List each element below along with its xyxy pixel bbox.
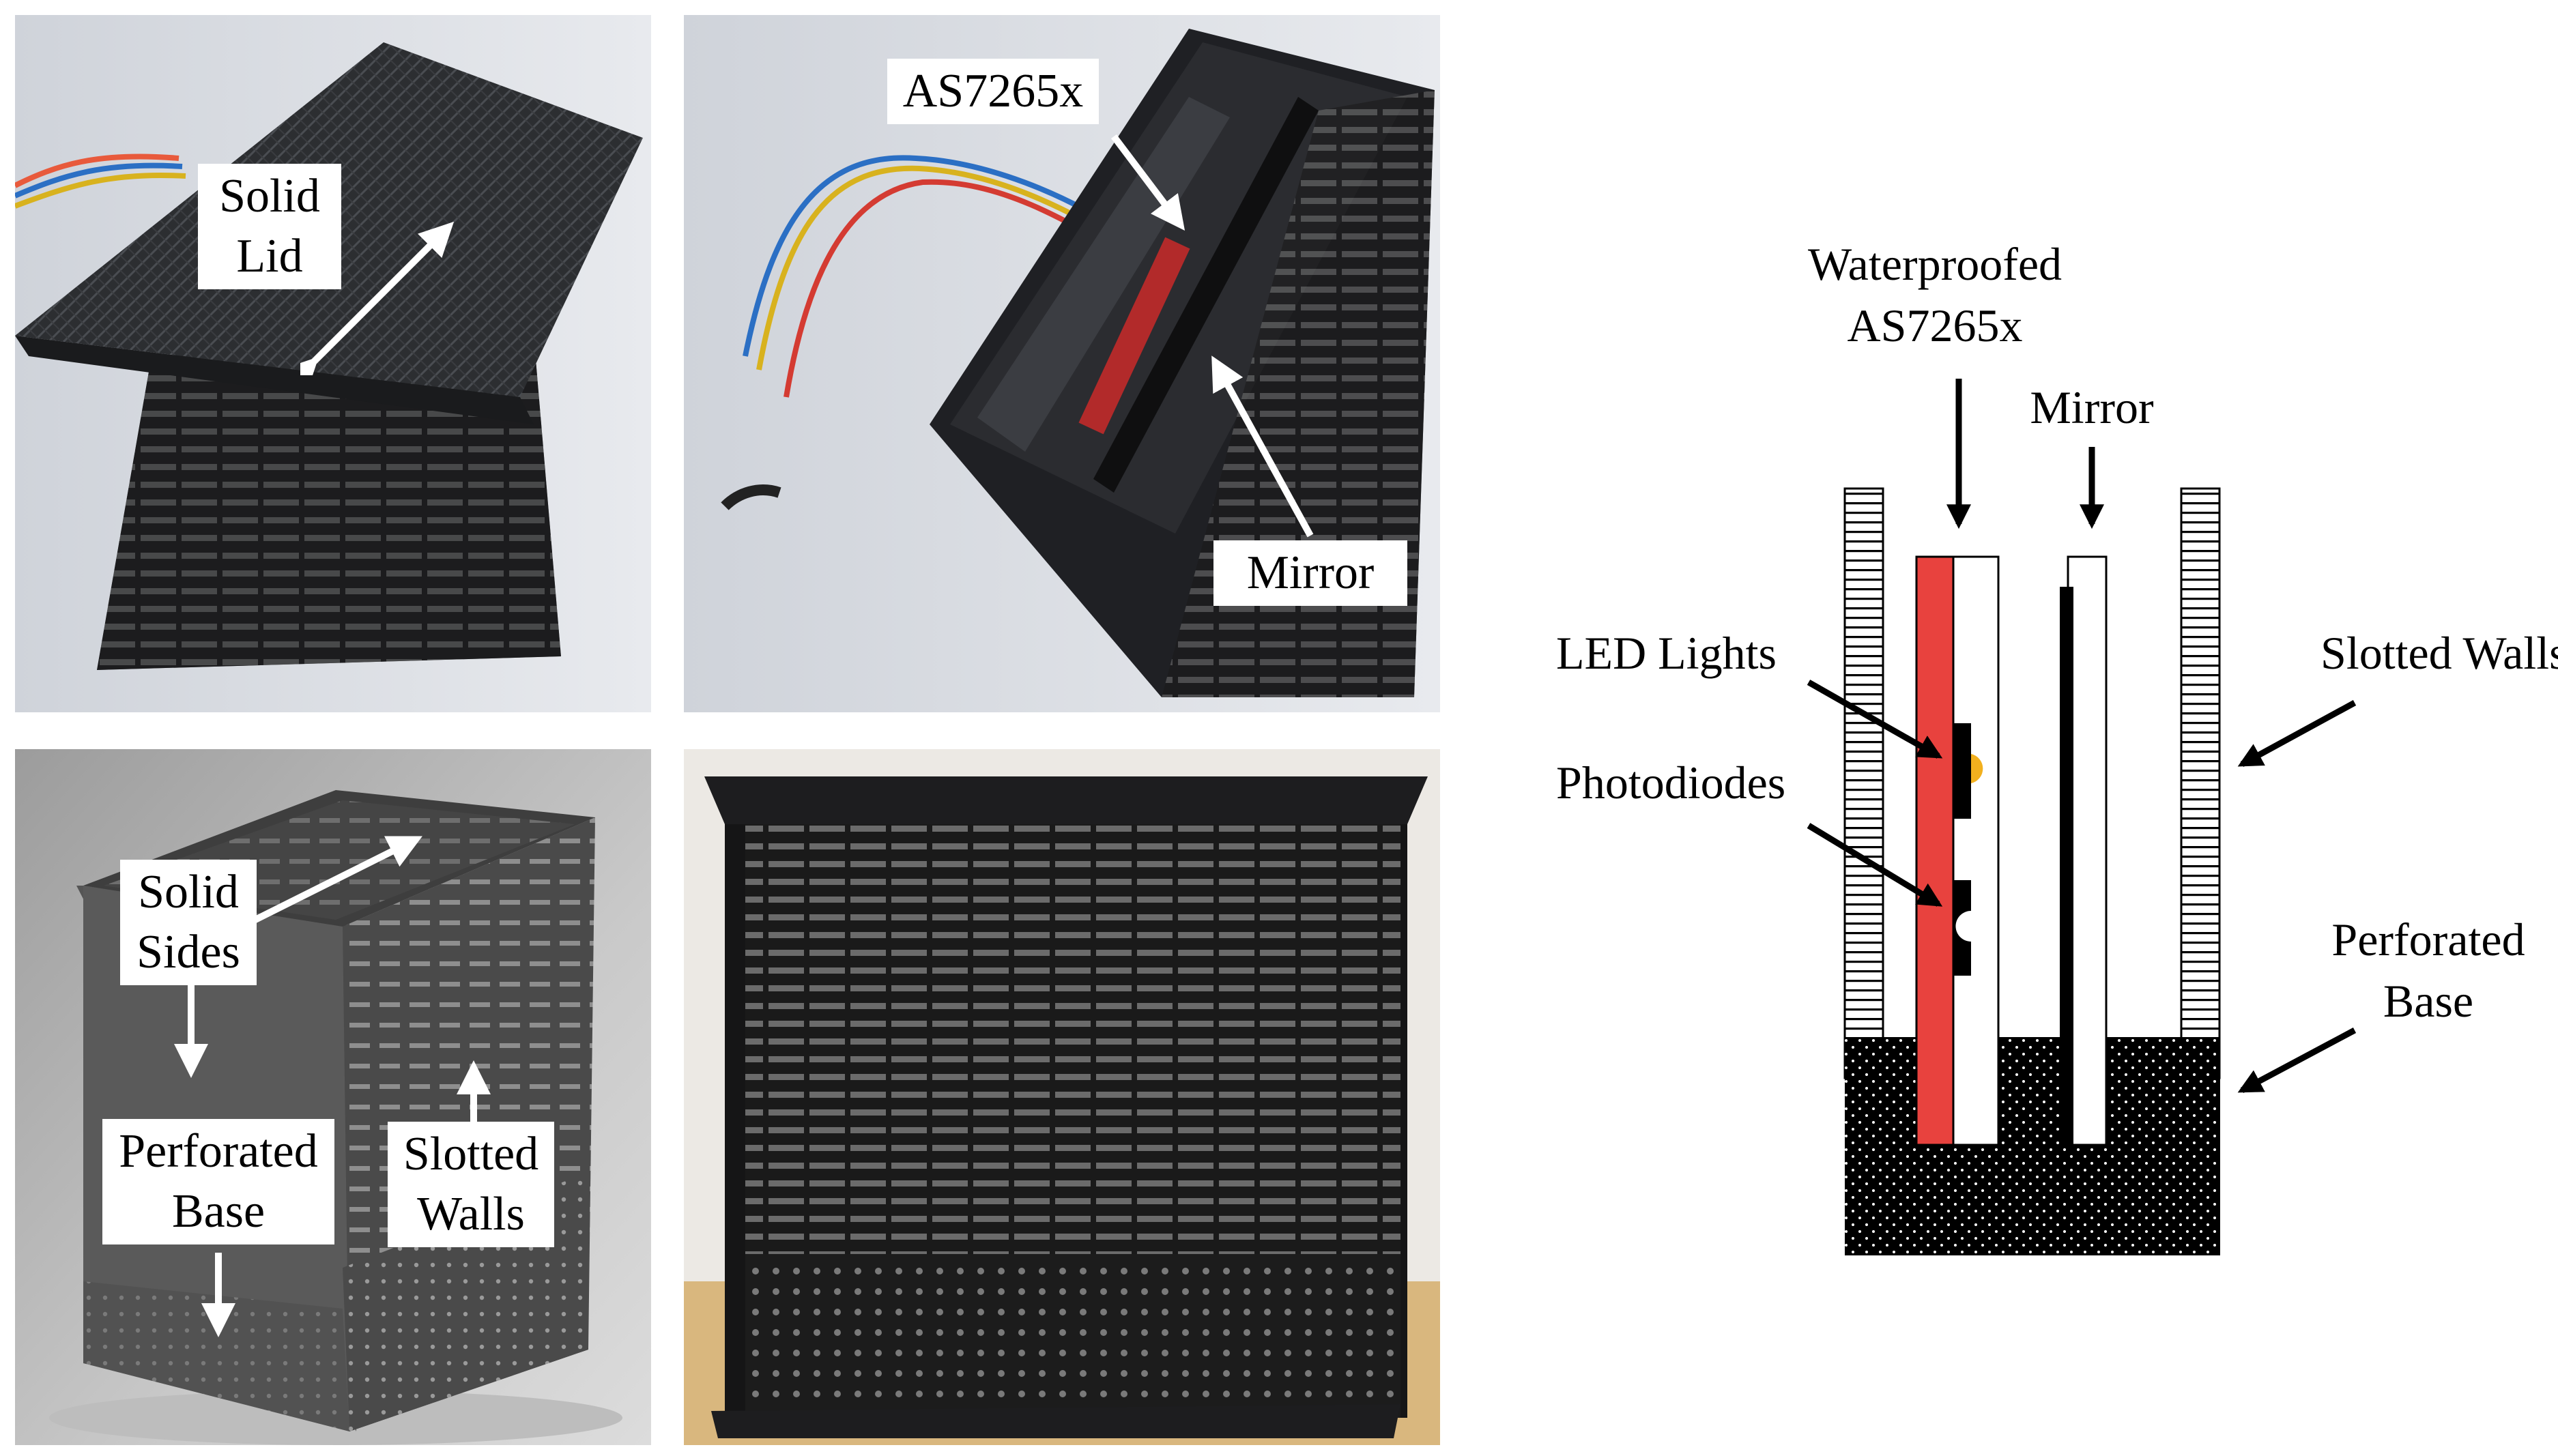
solid-sides-arrow-down (174, 982, 208, 1078)
right-slotted-wall (2180, 487, 2221, 1079)
diagram-sensor-label-line2: AS7265x (1848, 300, 2023, 351)
perforated-base-photo-label: Perforated Base (102, 1119, 334, 1244)
render-enclosure (15, 749, 651, 1445)
photodiode (1955, 911, 1971, 942)
sensor-board (1915, 555, 1955, 1146)
diagram-base-label-line2: Base (2383, 975, 2473, 1027)
waterproof-housing (1952, 555, 2000, 1146)
mirror-body (2067, 555, 2108, 1146)
schematic-diagram: Waterproofed AS7265x Mirror LED Lights P… (1556, 238, 2558, 1255)
photodiode-arrow (1807, 823, 1943, 907)
led-arrow (1807, 680, 1943, 759)
mirror-photo-arrow (1211, 355, 1314, 538)
perforated-base-arrow (201, 1253, 235, 1337)
solid-sides-label-line2: Sides (136, 926, 240, 978)
as7265x-arrow (1111, 134, 1185, 231)
perforated-base-photo-label-line2: Base (171, 1185, 265, 1238)
diagram-sensor-label-line1: Waterproofed (1808, 238, 2062, 290)
diagram-walls-label: Slotted Walls (2320, 627, 2558, 679)
mirror-photo-label-text: Mirror (1246, 547, 1375, 599)
led-chip (1953, 723, 1971, 819)
as7265x-label: AS7265x (887, 59, 1099, 124)
perforated-base-photo-label-line1: Perforated (119, 1125, 318, 1178)
perforated-base-block (1845, 1037, 2220, 1255)
solid-lid-label-line2: Lid (236, 230, 303, 282)
walls-arrow (2237, 700, 2357, 767)
solid-sides-label: Solid Sides (120, 860, 257, 985)
diagram-photodiodes-label: Photodiodes (1556, 757, 1785, 809)
slotted-walls-photo-label: Slotted Walls (388, 1122, 554, 1247)
slotted-walls-arrow (457, 1060, 491, 1124)
led-light (1971, 754, 1983, 783)
lid-arrow (300, 221, 455, 375)
solid-sides-label-line1: Solid (138, 866, 239, 918)
slotted-walls-photo-label-line1: Slotted (403, 1128, 539, 1180)
solid-lid-label: Solid Lid (198, 164, 341, 289)
as7265x-label-text: AS7265x (902, 65, 1084, 117)
mirror-photo-label: Mirror (1213, 540, 1407, 606)
slotted-walls-photo-label-line2: Walls (417, 1188, 525, 1240)
solid-lid-label-line1: Solid (219, 170, 320, 222)
solid-sides-arrow-top (250, 836, 422, 924)
photo-solid-lid (15, 15, 651, 712)
photo-front-view (684, 749, 1440, 1445)
diagram-led-label: LED Lights (1556, 627, 1777, 679)
diagram-mirror-label: Mirror (2030, 381, 2154, 433)
diagram-base-label-line1: Perforated (2331, 914, 2525, 965)
left-slotted-wall (1843, 487, 1884, 1079)
base-arrow (2237, 1028, 2357, 1093)
mirror-surface (2060, 587, 2073, 1145)
